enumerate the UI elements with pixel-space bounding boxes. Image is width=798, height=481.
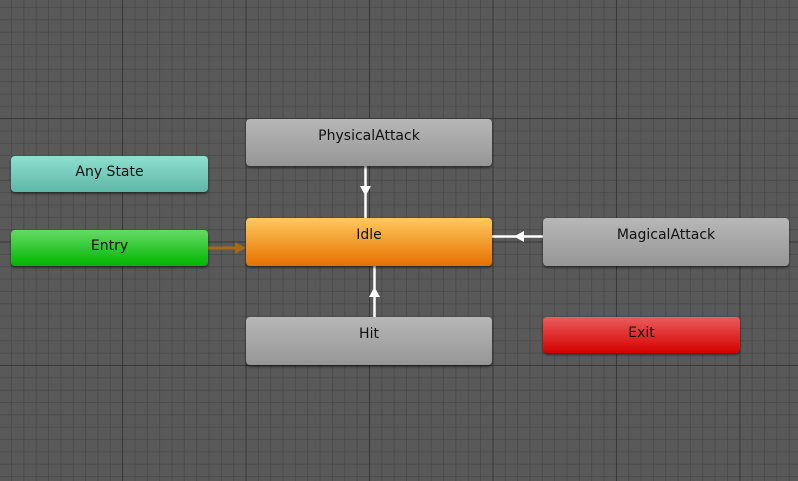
state-label: Hit [359, 326, 379, 342]
state-label: Exit [628, 325, 655, 341]
state-label: PhysicalAttack [318, 128, 420, 144]
state-label: Idle [356, 227, 382, 243]
arrowhead-icon [235, 242, 246, 254]
state-idle-default[interactable]: Idle [246, 218, 492, 266]
state-magicalattack[interactable]: MagicalAttack [543, 218, 789, 266]
arrowhead-icon [369, 287, 380, 297]
state-any-state[interactable]: Any State [11, 156, 208, 192]
transition-physicalattack-to-idle[interactable] [360, 166, 371, 218]
state-exit[interactable]: Exit [543, 317, 740, 353]
state-hit[interactable]: Hit [246, 317, 492, 365]
state-physicalattack[interactable]: PhysicalAttack [246, 119, 492, 166]
state-label: Any State [75, 164, 144, 180]
state-label: MagicalAttack [616, 227, 716, 243]
arrowhead-icon [360, 186, 371, 196]
transition-entry-to-idle[interactable] [208, 242, 246, 254]
state-entry[interactable]: Entry [11, 230, 208, 266]
state-label: Entry [90, 238, 129, 254]
arrowhead-icon [514, 231, 524, 242]
transition-hit-to-idle[interactable] [369, 266, 380, 317]
transition-magicalattack-to-idle[interactable] [492, 231, 543, 242]
